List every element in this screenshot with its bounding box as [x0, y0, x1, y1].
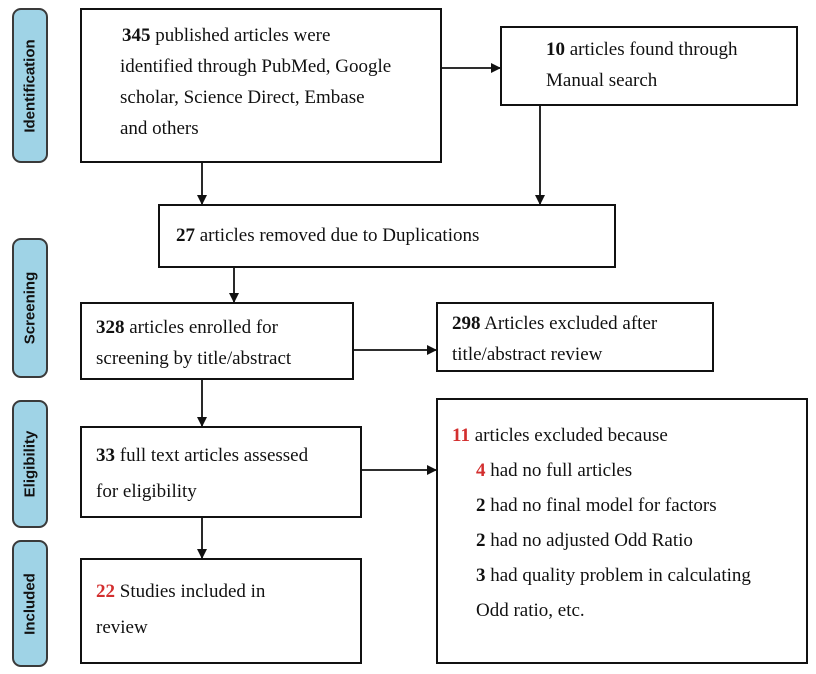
excluded-title-line-2: title/abstract review — [452, 344, 603, 365]
reason-row: 4 had no full articles — [452, 453, 806, 488]
duplicates-removed-box: 27 articles removed due to Duplications — [158, 204, 616, 268]
fulltext-line-2: for eligibility — [96, 481, 197, 502]
manual-line-1: articles found through — [569, 39, 738, 60]
identified-count: 345 — [122, 25, 151, 46]
fulltext-line-1: full text articles assessed — [119, 445, 309, 466]
excluded-title-count: 298 — [452, 313, 481, 334]
identified-line-4: and others — [120, 118, 199, 139]
reason-row: 3 had quality problem in calculating — [452, 558, 806, 593]
reason-count: 4 — [476, 460, 486, 481]
reason-text: had no adjusted Odd Ratio — [490, 530, 693, 551]
identified-line-3: scholar, Science Direct, Embase — [120, 87, 365, 108]
included-line-2: review — [96, 617, 148, 638]
manual-count: 10 — [546, 39, 565, 60]
reason-count: 2 — [476, 495, 486, 516]
excluded-reasons-header: articles excluded because — [474, 425, 668, 446]
fulltext-count: 33 — [96, 445, 115, 466]
stage-included-label: Included — [21, 572, 39, 635]
reason-row: 2 had no final model for factors — [452, 488, 806, 523]
excluded-reasons-count: 11 — [452, 425, 470, 446]
reason-text-continued: Odd ratio, etc. — [476, 600, 585, 621]
stage-screening: Screening — [12, 238, 48, 378]
manual-line-2: Manual search — [546, 70, 658, 91]
reason-count: 2 — [476, 530, 486, 551]
included-line-1: Studies included in — [119, 581, 266, 602]
reason-text: had no full articles — [490, 460, 633, 481]
reason-count: 3 — [476, 565, 486, 586]
identified-articles-box: 345 published articles were identified t… — [80, 8, 442, 163]
stage-eligibility-label: Eligibility — [21, 430, 39, 498]
screening-count: 328 — [96, 317, 125, 338]
excluded-reasons-box: 11 articles excluded because 4 had no fu… — [436, 398, 808, 664]
included-box: 22 Studies included in review — [80, 558, 362, 664]
identified-line-2: identified through PubMed, Google — [120, 56, 392, 77]
duplicates-count: 27 — [176, 225, 195, 246]
excluded-title-line-1: Articles excluded after — [484, 313, 658, 334]
screening-box: 328 articles enrolled for screening by t… — [80, 302, 354, 380]
screening-line-1: articles enrolled for — [129, 317, 279, 338]
fulltext-box: 33 full text articles assessed for eligi… — [80, 426, 362, 518]
stage-included: Included — [12, 540, 48, 667]
identified-line-1: published articles were — [155, 25, 331, 46]
stage-eligibility: Eligibility — [12, 400, 48, 528]
stage-screening-label: Screening — [21, 271, 39, 345]
reason-text: had no final model for factors — [490, 495, 717, 516]
manual-search-box: 10 articles found through Manual search — [500, 26, 798, 106]
reason-row: 2 had no adjusted Odd Ratio — [452, 523, 806, 558]
included-count: 22 — [96, 581, 115, 602]
stage-identification: Identification — [12, 8, 48, 163]
excluded-title-box: 298 Articles excluded after title/abstra… — [436, 302, 714, 372]
reason-text: had quality problem in calculating — [490, 565, 751, 586]
screening-line-2: screening by title/abstract — [96, 348, 292, 369]
duplicates-text: articles removed due to Duplications — [199, 225, 480, 246]
stage-identification-label: Identification — [21, 38, 39, 133]
